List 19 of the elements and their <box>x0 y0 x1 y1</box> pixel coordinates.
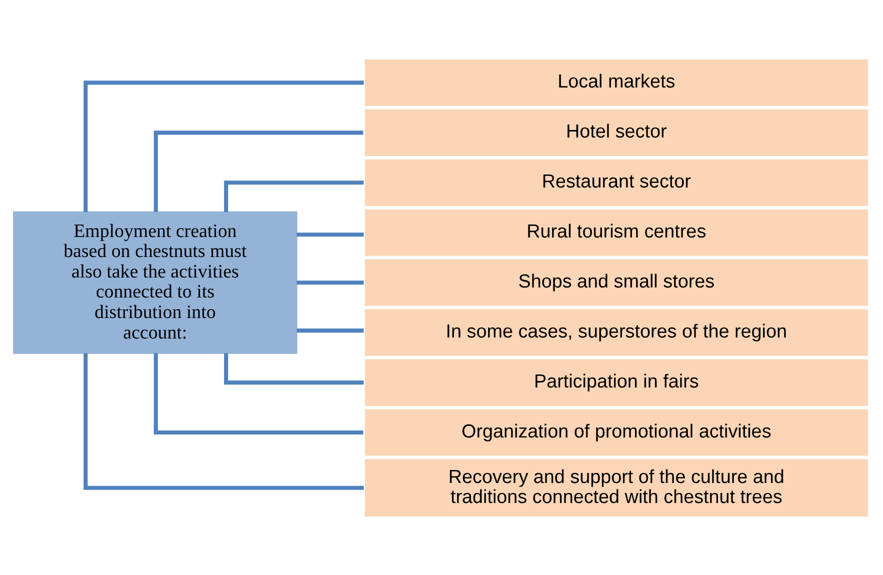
connector <box>84 352 364 490</box>
node-box: Recovery and support of the culture and traditions connected with chestnut trees <box>362 456 870 518</box>
node-box: Participation in fairs <box>362 356 870 408</box>
node-box: In some cases, superstores of the region <box>362 306 870 358</box>
node-box: Hotel sector <box>362 106 870 158</box>
node-box: Local markets <box>362 56 870 108</box>
node-box: Rural tourism centres <box>362 206 870 258</box>
node-box: Employment creation based on chestnuts must also take the activities connected to its distribution into account: <box>13 210 298 354</box>
connector <box>224 352 364 384</box>
connector <box>296 328 364 332</box>
connector <box>154 352 364 434</box>
connector <box>296 232 364 236</box>
connector <box>224 180 364 212</box>
connector <box>154 130 364 212</box>
connector <box>84 80 364 212</box>
node-box: Organization of promotional activities <box>362 406 870 458</box>
connector <box>296 280 364 284</box>
node-box: Shops and small stores <box>362 256 870 308</box>
node-box: Restaurant sector <box>362 156 870 208</box>
